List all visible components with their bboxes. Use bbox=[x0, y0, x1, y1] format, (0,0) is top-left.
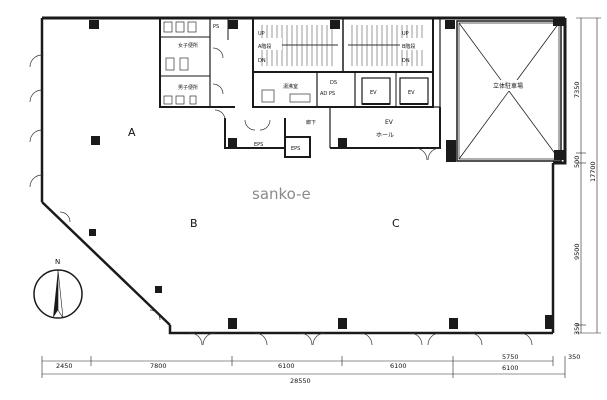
mens-toilet-label: 男子便所 bbox=[178, 84, 198, 91]
ps-top-label: PS bbox=[213, 24, 219, 30]
kitchenette bbox=[261, 89, 311, 103]
stair-b-dn: DN bbox=[402, 58, 410, 64]
toilet-fixtures bbox=[163, 21, 224, 105]
stair-b-label: B階段 bbox=[402, 43, 415, 50]
dim-right-1: 7350 bbox=[573, 81, 581, 98]
watermark: sanko-e bbox=[252, 185, 311, 203]
stair-b-up: UP bbox=[402, 31, 409, 37]
stair-a-up: UP bbox=[258, 31, 265, 37]
womens-toilet-label: 女子便所 bbox=[178, 42, 198, 49]
ev2-label: EV bbox=[408, 90, 415, 96]
corridor-label: 廊下 bbox=[306, 119, 316, 126]
stair-a-dn: DN bbox=[258, 58, 266, 64]
elevators bbox=[361, 77, 429, 105]
core-walls bbox=[159, 18, 441, 158]
room-c: C bbox=[392, 217, 400, 230]
dim-bottom-2: 7800 bbox=[150, 362, 167, 370]
ev-hall-label-2: ホール bbox=[376, 132, 394, 139]
ds-label: DS bbox=[330, 80, 337, 86]
ad-ps-label: AD PS bbox=[320, 91, 335, 97]
stair-a-label: A階段 bbox=[258, 43, 271, 50]
eps2-label: EPS bbox=[291, 146, 300, 152]
dim-right-total: 17700 bbox=[589, 161, 597, 182]
parking-area: 立体駐車場 bbox=[456, 20, 562, 162]
door-swings bbox=[29, 54, 533, 346]
stair-labels: UP A階段 DN UP B階段 DN bbox=[256, 31, 428, 64]
dim-right-2: 500 bbox=[573, 156, 581, 168]
parking-label: 立体駐車場 bbox=[493, 82, 523, 90]
dim-bottom-6100: 6100 bbox=[502, 364, 519, 372]
dim-right-3: 9500 bbox=[573, 243, 581, 260]
right-dimensions bbox=[576, 17, 601, 334]
dim-bottom-5: 5750 bbox=[502, 353, 519, 361]
room-a: A bbox=[128, 126, 136, 139]
dim-right-4: 350 bbox=[573, 323, 581, 335]
kyutou-label: 湯沸室 bbox=[283, 83, 298, 90]
room-b: B bbox=[190, 217, 198, 230]
eps1-label: EPS bbox=[254, 142, 263, 148]
bottom-dimensions bbox=[41, 356, 566, 378]
dim-bottom-1: 2450 bbox=[56, 362, 73, 370]
compass-n-label: N bbox=[55, 258, 60, 266]
dim-bottom-350: 350 bbox=[568, 353, 580, 361]
columns bbox=[89, 18, 565, 329]
dim-bottom-4: 6100 bbox=[390, 362, 407, 370]
dim-bottom-total: 28550 bbox=[290, 377, 311, 385]
outer-walls bbox=[40, 16, 567, 335]
compass: N bbox=[33, 258, 83, 319]
ev-hall-label-1: EV bbox=[385, 119, 394, 126]
ev1-label: EV bbox=[370, 90, 377, 96]
dim-bottom-3: 6100 bbox=[278, 362, 295, 370]
